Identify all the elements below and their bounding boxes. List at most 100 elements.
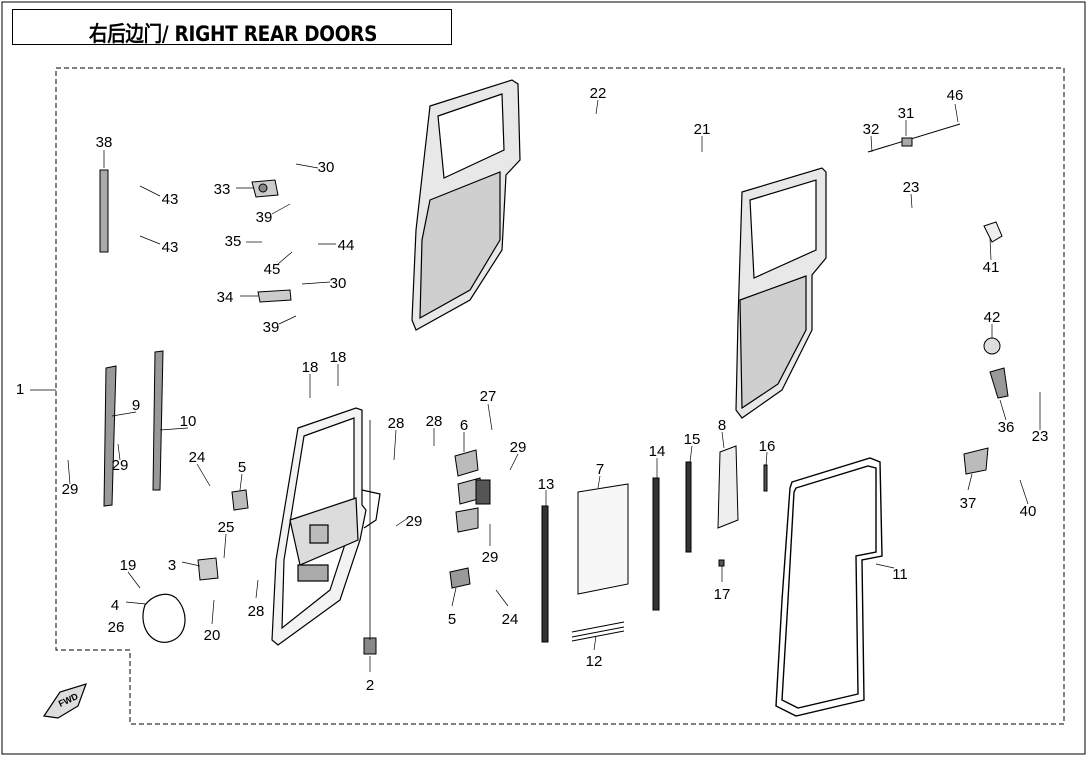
seal-14: [652, 477, 660, 611]
bracket-3: [197, 557, 219, 581]
leader-line: [597, 475, 601, 489]
leader-line: [1019, 479, 1029, 505]
callout-35: 35: [225, 233, 242, 250]
leader-line: [509, 453, 519, 471]
callout-44: 44: [338, 237, 355, 254]
callout-30: 30: [318, 159, 335, 176]
leader-line: [967, 473, 973, 491]
callout-5: 5: [448, 611, 456, 628]
leader-line: [765, 451, 768, 467]
callout-34: 34: [217, 289, 234, 306]
leader-line: [67, 459, 71, 485]
seal-12: [571, 621, 625, 642]
trim-8: [717, 445, 739, 529]
leader-line: [271, 203, 291, 215]
callout-1: 1: [16, 381, 24, 398]
handle-37: [963, 447, 989, 475]
callout-13: 13: [538, 476, 555, 493]
callout-22: 22: [590, 85, 607, 102]
callout-2: 2: [366, 677, 374, 694]
door-shell-left: [411, 79, 521, 331]
fwd-arrow: [42, 683, 87, 719]
leader-line: [451, 587, 457, 607]
leader-line: [593, 635, 597, 651]
callout-36: 36: [998, 419, 1015, 436]
pin-16: [763, 464, 768, 492]
leader-line: [689, 445, 693, 463]
callout-23: 23: [1032, 428, 1049, 445]
inner-door-frame: [271, 407, 381, 646]
leader-line: [255, 579, 259, 599]
callout-3: 3: [168, 557, 176, 574]
leader-line: [181, 561, 201, 567]
callout-29: 29: [482, 549, 499, 566]
callout-46: 46: [947, 87, 964, 104]
rod-31: [867, 123, 961, 153]
hinge-33: [251, 179, 279, 198]
callout-20: 20: [204, 627, 221, 644]
callout-39: 39: [256, 209, 273, 226]
callout-28: 28: [248, 603, 265, 620]
callout-45: 45: [264, 261, 281, 278]
handle-36: [989, 367, 1009, 399]
assembly-boundary: [55, 67, 1065, 725]
ring-42: [983, 337, 1001, 355]
callout-28: 28: [426, 413, 443, 430]
title-box: 右后边门/ RIGHT REAR DOORS: [12, 9, 452, 46]
callout-6: 6: [460, 417, 468, 434]
glass-7: [577, 483, 629, 595]
leader-line: [239, 473, 243, 491]
callout-4: 4: [111, 597, 119, 614]
regulator-6: [454, 449, 491, 533]
leader-line: [910, 193, 913, 209]
callout-29: 29: [406, 513, 423, 530]
leader-line: [125, 601, 147, 605]
leader-line: [159, 427, 189, 431]
callout-21: 21: [694, 121, 711, 138]
hinge-34: [257, 289, 292, 303]
callout-24: 24: [189, 449, 206, 466]
callout-9: 9: [132, 397, 140, 414]
leader-line: [223, 533, 227, 559]
callout-25: 25: [218, 519, 235, 536]
leader-line: [211, 599, 215, 625]
weatherstrip-11: [775, 457, 883, 717]
callout-32: 32: [863, 121, 880, 138]
latch-2: [363, 637, 377, 655]
callout-38: 38: [96, 134, 113, 151]
callout-5: 5: [238, 459, 246, 476]
leader-line: [117, 443, 121, 461]
callout-12: 12: [586, 653, 603, 670]
callout-19: 19: [120, 557, 137, 574]
leader-line: [301, 281, 331, 285]
leader-line: [954, 103, 959, 123]
callout-23: 23: [903, 179, 920, 196]
callout-30: 30: [330, 275, 347, 292]
callout-33: 33: [214, 181, 231, 198]
callout-41: 41: [983, 259, 1000, 276]
callout-43: 43: [162, 239, 179, 256]
callout-24: 24: [502, 611, 519, 628]
handle-5a: [231, 489, 249, 511]
rail-9: [103, 365, 117, 507]
cable-4: [142, 593, 186, 643]
cover-41: [983, 221, 1003, 243]
callout-8: 8: [718, 417, 726, 434]
seal-15: [685, 461, 692, 553]
leader-line: [278, 315, 297, 325]
callout-31: 31: [898, 105, 915, 122]
leader-lines: [30, 99, 1041, 672]
rail-10: [152, 350, 164, 491]
callout-11: 11: [892, 566, 908, 583]
callout-7: 7: [596, 461, 604, 478]
callout-15: 15: [684, 431, 701, 448]
leader-line: [721, 431, 725, 449]
leader-line: [196, 463, 211, 487]
leader-line: [989, 237, 992, 261]
leader-line: [139, 185, 161, 197]
leader-line: [870, 135, 873, 153]
leader-line: [295, 163, 319, 169]
